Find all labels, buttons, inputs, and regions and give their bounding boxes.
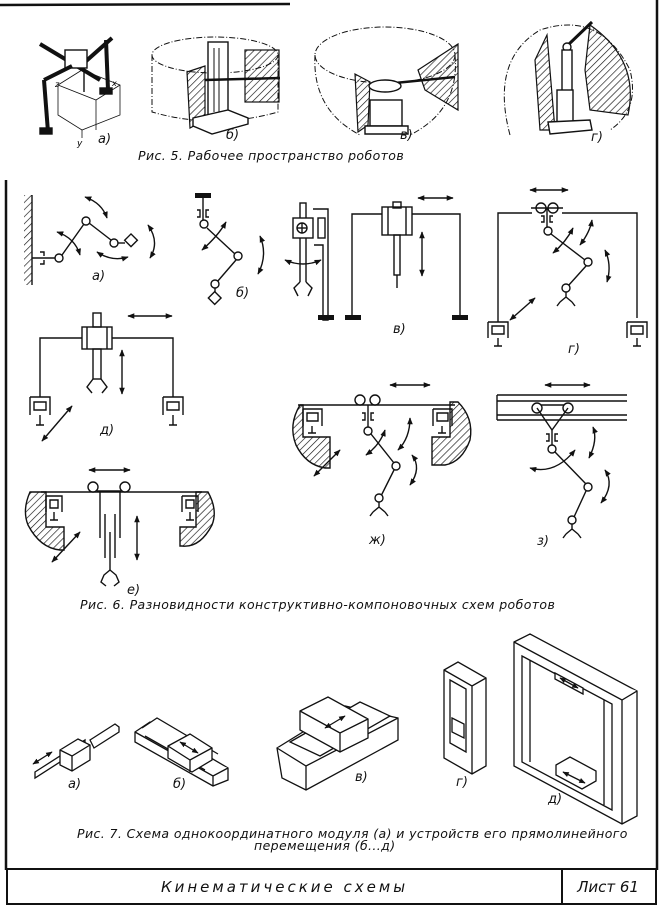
fig6-caption: Рис. 6. Разновидности конструктивно-комп…: [80, 597, 556, 612]
fig7-sublabel-v: в): [355, 770, 368, 785]
fig6-sublabel-v: в): [393, 322, 406, 337]
fig7-sublabel-b: б): [173, 777, 187, 792]
sheet-frame: [0, 0, 659, 870]
fig6d-gantry-vertical-slide: [29, 312, 184, 442]
fig7v-heavy-linear-slide: [276, 696, 399, 791]
fig7a-single-axis-module: [32, 723, 120, 780]
fig6b-ceiling-arm: [195, 193, 266, 306]
fig5b-cylindrical-workspace: [151, 36, 281, 135]
fig6-sublabel-g: г): [568, 342, 580, 357]
fig5v-spherical-workspace: [314, 26, 459, 136]
fig7-sublabel-a: а): [68, 777, 82, 792]
sheet-number: Лист 61: [577, 877, 639, 896]
fig6-sublabel-d: д): [100, 423, 115, 438]
fig7b-linear-guide-carriage: [134, 717, 229, 787]
title-block: Кинематические схемы Лист 61: [6, 868, 657, 905]
fig7g-vertical-frame-slide: [443, 661, 487, 775]
fig7-caption-line2: перемещения (б...д): [254, 838, 396, 853]
fig6zh-rail-gantry-articulated: [292, 382, 472, 517]
fig6-sublabel-z: з): [537, 534, 549, 549]
fig7-sublabel-g: г): [456, 775, 468, 790]
axis-x-label: x: [111, 79, 117, 88]
fig6-sublabel-b: б): [236, 286, 250, 301]
fig6e-rail-gantry-telescopic: [24, 467, 215, 587]
fig6-sublabel-zh: ж): [369, 533, 386, 548]
fig6g-gantry-articulated: [487, 187, 648, 347]
fig6-sublabel-a: а): [92, 269, 106, 284]
fig7-caption-line1: Рис. 7. Схема однокоординатного модуля (…: [77, 826, 628, 841]
fig5-sublabel-g: г): [591, 130, 603, 145]
axis-z-label: z: [54, 80, 60, 89]
fig6-sublabel-e: е): [127, 583, 141, 598]
fig6z-monorail-articulated: [496, 382, 627, 539]
fig5a-gantry-robot: [38, 36, 121, 138]
fig7d-portal-frame-slide: [513, 633, 638, 825]
sheet-title: Кинематические схемы: [8, 870, 563, 903]
fig6a-wall-arm: [24, 195, 156, 285]
fig6v-column-and-portal: [284, 195, 468, 321]
fig5-sublabel-b: б): [226, 128, 240, 143]
fig5-sublabel-v: в): [400, 128, 413, 143]
fig5-caption: Рис. 5. Рабочее пространство роботов: [138, 148, 405, 163]
fig5g-angular-workspace: [503, 20, 633, 136]
fig7-sublabel-d: д): [548, 792, 563, 807]
fig5-sublabel-a: а): [98, 132, 112, 147]
axis-y-label: y: [76, 139, 83, 149]
